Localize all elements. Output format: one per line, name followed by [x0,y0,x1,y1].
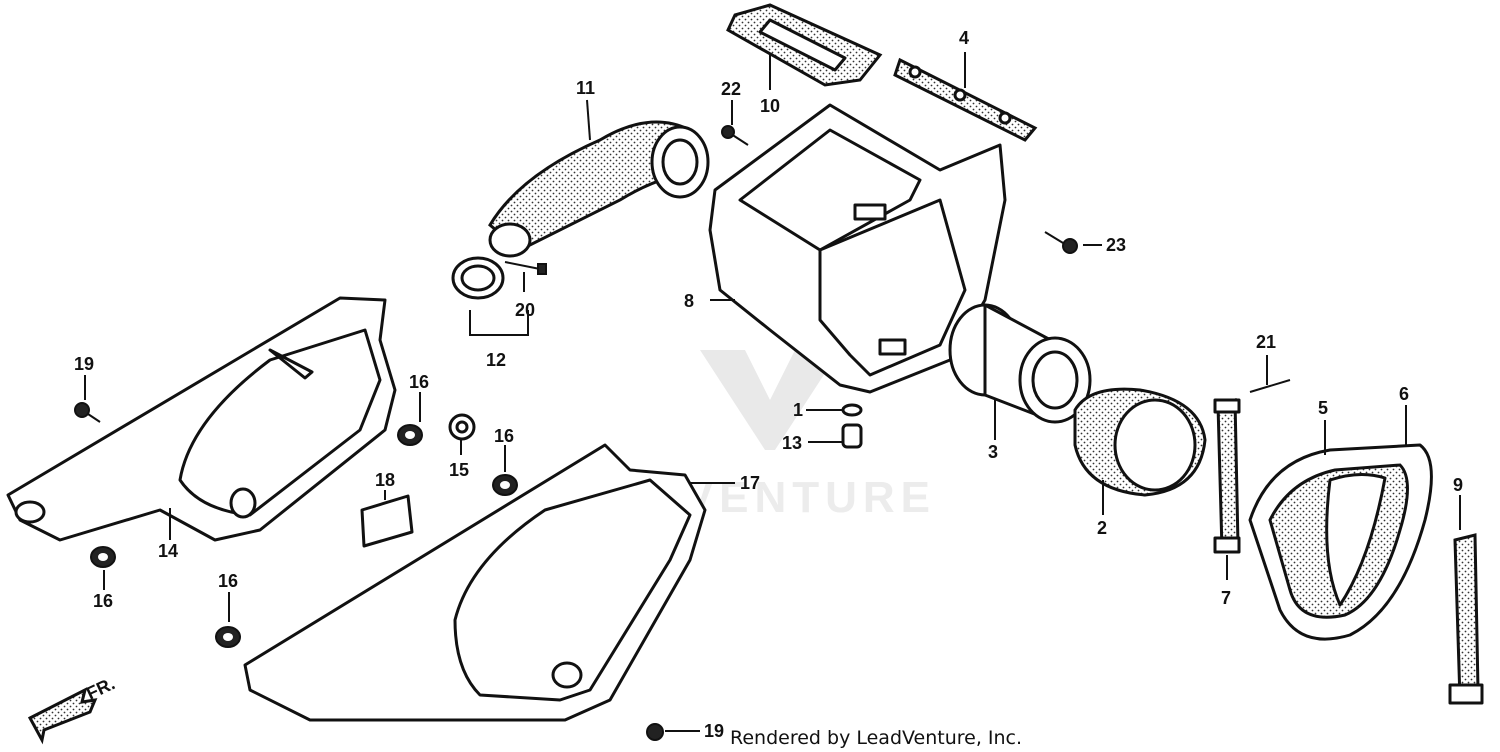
callout-labels: 1 2 3 4 5 6 7 8 9 10 11 12 13 14 15 16 1… [74,28,1463,741]
part-19-bolt-a [74,402,101,423]
part-21-pin [1249,379,1291,393]
callout-16-b: 16 [494,426,514,446]
callout-17: 17 [740,473,760,493]
part-14-left-side-cover [6,296,397,542]
callout-15: 15 [449,460,469,480]
callout-3: 3 [988,442,998,462]
callout-4: 4 [959,28,969,48]
callout-18: 18 [375,470,395,490]
part-16-grommet-a [397,424,423,446]
part-16-grommet-c [90,546,116,568]
direction-arrow [27,687,98,745]
part-15-nut [448,413,476,441]
callout-8: 8 [684,291,694,311]
part-22-bolt [721,125,749,146]
callout-10: 10 [760,96,780,116]
part-9-strap [1448,533,1484,705]
part-16-grommet-d [215,626,241,648]
callout-2: 2 [1097,518,1107,538]
part-12-clamp [451,256,505,300]
callout-20: 20 [515,300,535,320]
part-20-screw [504,261,547,275]
part-2-foam-filter [1073,387,1207,497]
callout-5: 5 [1318,398,1328,418]
callout-11: 11 [576,78,595,98]
callout-9: 9 [1453,475,1463,495]
callout-16-c: 16 [93,591,113,611]
part-11-intake-duct [488,120,710,258]
callout-19-a: 19 [74,354,94,374]
credit-text: Rendered by LeadVenture, Inc. [730,727,1022,749]
callout-1: 1 [793,400,803,420]
part-8-air-box [708,103,1007,394]
callout-23: 23 [1106,235,1126,255]
direction-label: FR. [83,673,118,703]
callout-16-d: 16 [218,571,238,591]
part-16-grommet-b [492,474,518,496]
part-23-bolt [1044,231,1078,254]
callout-22: 22 [721,79,741,99]
callout-16-a: 16 [409,372,429,392]
callout-13: 13 [782,433,802,453]
part-3-filter-element [948,303,1092,424]
callout-14: 14 [158,541,178,561]
part-7-strap [1213,398,1241,554]
callout-7: 7 [1221,588,1231,608]
part-4-strip [893,57,1038,142]
part-17-right-side-cover [243,443,707,722]
part-5-6-air-box-cover [1248,443,1433,641]
part-19-bolt-b [646,723,664,741]
callout-6: 6 [1399,384,1409,404]
leader-lines [84,52,1461,732]
part-10-cover [726,3,883,87]
callout-21: 21 [1256,332,1276,352]
part-1-washer [841,403,863,417]
part-13-grommet [841,423,863,449]
callout-12: 12 [486,350,506,370]
callout-19-b: 19 [704,721,724,741]
part-18-label [360,494,414,548]
